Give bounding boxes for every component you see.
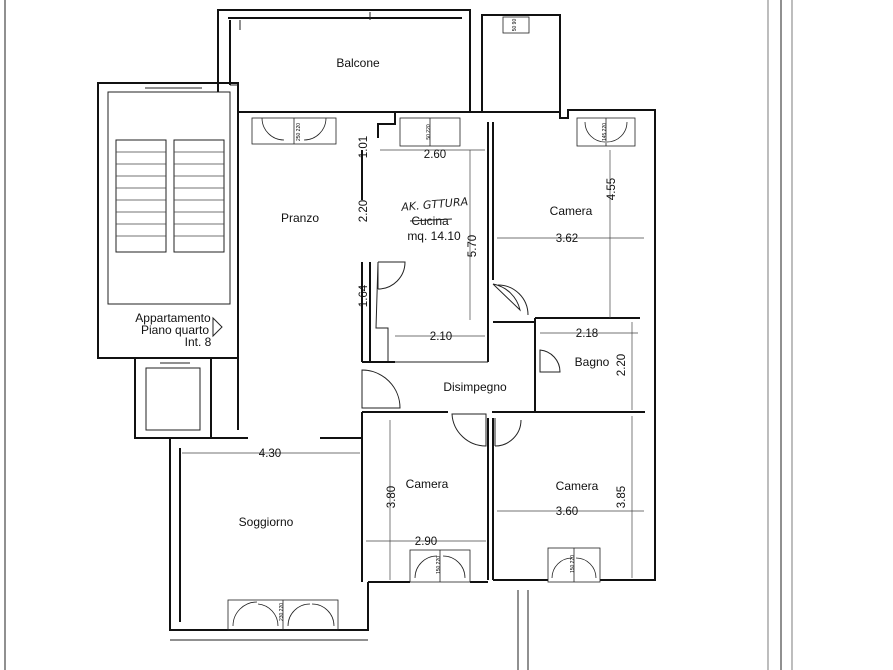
- doors: [361, 261, 561, 447]
- window-mark-camera-mid: 150 220: [436, 556, 442, 574]
- room-balcone: Balcone: [336, 56, 380, 70]
- outer-walls: [169, 109, 656, 631]
- window-mark-kitchen: 50 220: [426, 124, 432, 140]
- interior-walls: [170, 122, 645, 670]
- dim-5-70: 5.70: [467, 235, 479, 257]
- dim-1-01: 1.01: [358, 136, 370, 158]
- entrance-arrow-icon: [212, 316, 223, 338]
- room-soggiorno: Soggiorno: [239, 515, 294, 529]
- dim-2-20-bath: 2.20: [616, 354, 628, 376]
- room-camera-top: Camera: [550, 204, 593, 218]
- dim-2-20-kitchen: 2.20: [358, 200, 370, 222]
- window-mark-pranzo: 250 220: [296, 123, 302, 141]
- balcony: [217, 9, 471, 112]
- room-cucina-area: mq. 14.10: [407, 229, 461, 243]
- room-camera-mid: Camera: [406, 477, 449, 491]
- dim-1-64: 1.64: [358, 284, 370, 307]
- windows: [227, 117, 636, 631]
- dim-3-80: 3.80: [386, 486, 398, 508]
- elevator: [134, 357, 212, 439]
- dim-3-60: 3.60: [556, 506, 578, 518]
- page-frame: [4, 0, 793, 670]
- window-mark-camera-right: 150 220: [570, 555, 576, 573]
- window-mark-camera-top: 145 220: [602, 123, 608, 141]
- dim-2-10: 2.10: [430, 331, 452, 343]
- dim-3-62: 3.62: [556, 233, 578, 245]
- window-mark-balcony: 50 90: [512, 19, 518, 32]
- cucina-strike-line: [409, 218, 453, 222]
- dim-2-90: 2.90: [415, 536, 437, 548]
- dim-2-18: 2.18: [576, 328, 598, 340]
- room-cucina-handwritten: AK. GTTURA: [400, 195, 469, 214]
- room-bagno: Bagno: [575, 355, 610, 369]
- room-pranzo: Pranzo: [281, 211, 319, 225]
- dim-4-30: 4.30: [259, 448, 281, 460]
- room-camera-right: Camera: [556, 479, 599, 493]
- apartment-label-line3: Int. 8: [185, 335, 212, 349]
- dimension-lines: [182, 149, 644, 580]
- apartment-label-line2: Piano quarto: [141, 323, 209, 337]
- room-disimpegno: Disimpegno: [443, 380, 507, 394]
- dim-2-60: 2.60: [424, 149, 446, 161]
- window-mark-soggiorno: 230 220: [279, 603, 285, 621]
- room-cucina: Cucina: [411, 214, 449, 228]
- dim-4-55: 4.55: [606, 178, 618, 200]
- dim-3-85: 3.85: [616, 486, 628, 508]
- apartment-label-line1: Appartamento: [135, 311, 211, 325]
